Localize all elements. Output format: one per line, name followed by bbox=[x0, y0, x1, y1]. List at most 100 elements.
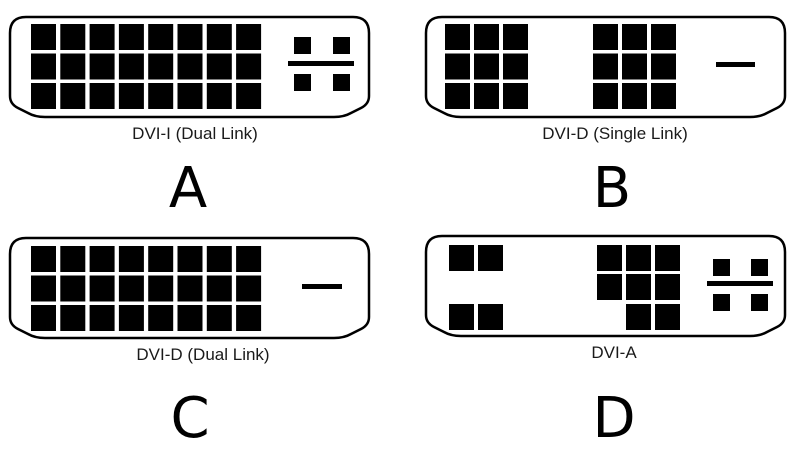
digital-pin bbox=[236, 246, 262, 272]
digital-pin bbox=[89, 24, 115, 50]
connector-d-caption: DVI-A bbox=[591, 343, 637, 362]
digital-pin bbox=[206, 83, 232, 109]
digital-pin bbox=[89, 83, 115, 109]
digital-pin bbox=[449, 304, 474, 330]
connector-a-analog-cross bbox=[288, 37, 354, 91]
digital-pin bbox=[118, 305, 144, 331]
digital-pin bbox=[60, 305, 86, 331]
digital-pin bbox=[503, 53, 528, 80]
digital-pin bbox=[206, 246, 232, 272]
digital-pin bbox=[597, 245, 622, 271]
digital-pin bbox=[60, 83, 86, 109]
digital-pin bbox=[445, 53, 470, 80]
connector-a-digital-pins bbox=[31, 24, 262, 109]
digital-pin bbox=[236, 53, 262, 80]
digital-pin bbox=[177, 53, 203, 80]
digital-pin bbox=[651, 53, 676, 80]
digital-pin bbox=[622, 53, 647, 80]
digital-pin bbox=[206, 53, 232, 80]
connector-a-letter: A bbox=[169, 156, 207, 221]
digital-pin bbox=[31, 53, 56, 80]
ground-blade bbox=[716, 62, 755, 67]
digital-pin bbox=[593, 53, 618, 80]
digital-pin bbox=[651, 83, 676, 109]
digital-pin bbox=[503, 24, 528, 50]
digital-pin bbox=[474, 24, 499, 50]
analog-pin bbox=[751, 294, 768, 311]
connector-c: DVI-D (Dual Link) C bbox=[8, 236, 371, 451]
analog-pin bbox=[333, 74, 350, 91]
digital-pin bbox=[206, 275, 232, 302]
digital-pin bbox=[445, 83, 470, 109]
digital-pin bbox=[118, 24, 144, 50]
analog-pin bbox=[751, 259, 768, 276]
digital-pin bbox=[236, 305, 262, 331]
digital-pin bbox=[626, 304, 651, 330]
analog-pin bbox=[713, 259, 730, 276]
analog-pin bbox=[713, 294, 730, 311]
digital-pin bbox=[89, 275, 115, 302]
digital-pin bbox=[503, 83, 528, 109]
ground-blade bbox=[707, 281, 773, 286]
digital-pin bbox=[593, 24, 618, 50]
connector-d: DVI-A D bbox=[424, 234, 787, 451]
digital-pin bbox=[60, 24, 86, 50]
digital-pin bbox=[89, 246, 115, 272]
digital-pin bbox=[445, 24, 470, 50]
digital-pin bbox=[622, 24, 647, 50]
digital-pin bbox=[449, 245, 474, 271]
connector-b-caption: DVI-D (Single Link) bbox=[542, 124, 688, 143]
ground-blade bbox=[288, 61, 354, 66]
digital-pin bbox=[236, 275, 262, 302]
digital-pin bbox=[148, 53, 174, 80]
connector-c-letter: C bbox=[170, 386, 209, 451]
digital-pin bbox=[89, 305, 115, 331]
digital-pin bbox=[236, 24, 262, 50]
digital-pin bbox=[478, 245, 503, 271]
analog-pin bbox=[333, 37, 350, 54]
connector-d-digital-pins bbox=[449, 245, 680, 330]
digital-pin bbox=[597, 274, 622, 300]
connector-a-caption: DVI-I (Dual Link) bbox=[132, 124, 258, 143]
digital-pin bbox=[118, 53, 144, 80]
connector-b: DVI-D (Single Link) B bbox=[424, 15, 787, 221]
digital-pin bbox=[31, 83, 56, 109]
connector-c-caption: DVI-D (Dual Link) bbox=[136, 345, 269, 364]
connector-b-digital-pins bbox=[445, 24, 676, 109]
connector-d-analog-cross bbox=[707, 259, 773, 311]
digital-pin bbox=[177, 246, 203, 272]
digital-pin bbox=[148, 305, 174, 331]
connector-b-letter: B bbox=[593, 156, 631, 221]
digital-pin bbox=[474, 83, 499, 109]
digital-pin bbox=[31, 305, 56, 331]
connector-d-letter: D bbox=[592, 386, 635, 451]
digital-pin bbox=[118, 275, 144, 302]
digital-pin bbox=[177, 275, 203, 302]
digital-pin bbox=[148, 275, 174, 302]
digital-pin bbox=[60, 53, 86, 80]
digital-pin bbox=[60, 246, 86, 272]
digital-pin bbox=[177, 83, 203, 109]
connector-c-digital-pins bbox=[31, 246, 262, 331]
digital-pin bbox=[148, 246, 174, 272]
digital-pin bbox=[236, 83, 262, 109]
digital-pin bbox=[655, 274, 680, 300]
digital-pin bbox=[622, 83, 647, 109]
digital-pin bbox=[655, 304, 680, 330]
digital-pin bbox=[593, 83, 618, 109]
digital-pin bbox=[31, 275, 56, 302]
digital-pin bbox=[148, 24, 174, 50]
digital-pin bbox=[206, 24, 232, 50]
digital-pin bbox=[206, 305, 232, 331]
digital-pin bbox=[177, 24, 203, 50]
digital-pin bbox=[31, 246, 56, 272]
digital-pin bbox=[177, 305, 203, 331]
digital-pin bbox=[626, 245, 651, 271]
digital-pin bbox=[651, 24, 676, 50]
digital-pin bbox=[655, 245, 680, 271]
analog-pin bbox=[294, 74, 311, 91]
connector-a: DVI-I (Dual Link) A bbox=[8, 15, 371, 221]
digital-pin bbox=[89, 53, 115, 80]
digital-pin bbox=[478, 304, 503, 330]
